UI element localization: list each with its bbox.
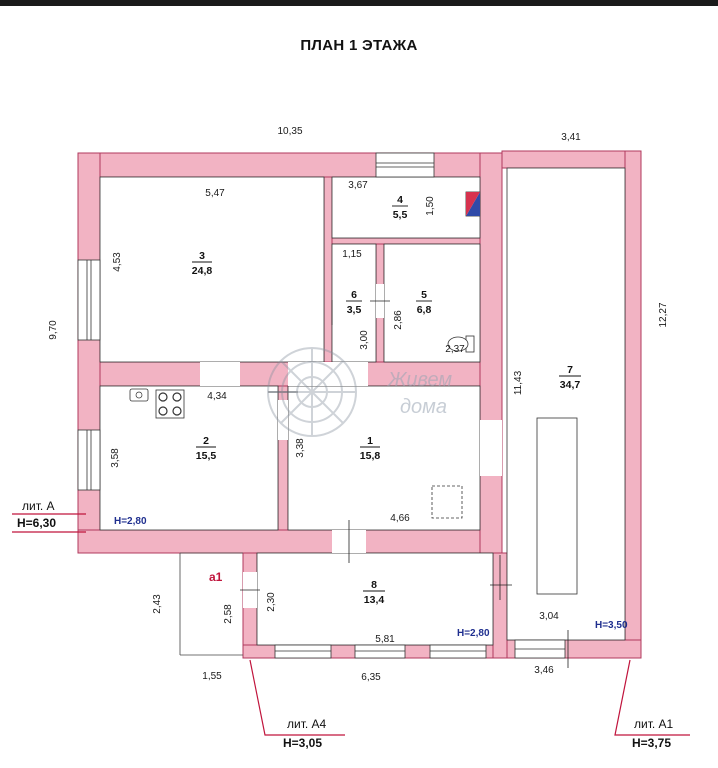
openings — [77, 152, 569, 668]
dim-r4-height: 1,50 — [425, 196, 436, 216]
hatch-icon — [431, 485, 463, 519]
height-marks: H=2,80 H=2,80 H=3,50 — [114, 516, 628, 639]
room-4-number: 4 — [397, 194, 403, 206]
room-text: 3 24,8 4 5,5 5 6,8 6 3,5 2 15,5 1 15,8 7… — [192, 194, 581, 606]
lit-a1-height: H=3,75 — [632, 736, 671, 750]
room-8-height: H=2,80 — [457, 628, 490, 639]
dim-r5-height: 2,86 — [393, 310, 404, 330]
dim-top-a1: 3,41 — [561, 132, 581, 143]
room-2-number: 2 — [203, 435, 209, 447]
room-8-area: 13,4 — [364, 594, 385, 606]
watermark-logo-icon — [267, 347, 357, 437]
lit-a-label: лит. А — [22, 499, 55, 513]
watermark: Живем дома — [267, 347, 452, 437]
lit-a4-height: H=3,05 — [283, 736, 322, 750]
annex-a1-marker: а1 — [209, 570, 223, 584]
dim-r7-bottom: 3,46 — [534, 665, 554, 676]
room-7-area: 34,7 — [560, 379, 581, 391]
room-7-height: H=3,50 — [595, 620, 628, 631]
dim-r7-width: 3,04 — [539, 611, 559, 622]
dim-r2-width: 4,34 — [207, 391, 227, 402]
dim-top-a: 10,35 — [277, 126, 302, 137]
dim-r1-height: 3,38 — [295, 438, 306, 458]
dimensions: 10,35 3,41 5,47 3,67 1,15 2,37 4,34 4,66… — [48, 126, 669, 683]
room-2-height: H=2,80 — [114, 516, 147, 527]
room-5-area: 6,8 — [417, 304, 432, 316]
room-5-number: 5 — [421, 289, 427, 301]
dim-r6-height: 3,00 — [359, 330, 370, 350]
dim-right-total: 12,27 — [658, 302, 669, 327]
dim-r2-height: 3,58 — [110, 448, 121, 468]
room-6-number: 6 — [351, 289, 357, 301]
annex-a4-outline — [179, 552, 243, 656]
watermark-line1: Живем — [387, 369, 452, 391]
dim-r8-height: 2,30 — [266, 592, 277, 612]
room-7-number: 7 — [567, 364, 573, 376]
toilet-icon — [447, 335, 475, 353]
watermark-line2: дома — [400, 396, 447, 418]
room-1-area: 15,8 — [360, 450, 381, 462]
dim-r4-width: 3,67 — [348, 180, 368, 191]
dim-a4-outer-height: 2,43 — [152, 594, 163, 614]
room-floors — [99, 167, 626, 646]
dim-r7-height: 11,43 — [513, 370, 524, 395]
room-labels — [192, 205, 581, 592]
dim-left-total: 9,70 — [48, 320, 59, 340]
lit-a-height: H=6,30 — [17, 516, 56, 530]
dim-r1-width: 4,66 — [390, 513, 410, 524]
page-title: ПЛАН 1 ЭТАЖА — [300, 37, 418, 54]
inspection-pit-icon — [536, 417, 578, 595]
lit-a4-label: лит. А4 — [287, 717, 327, 731]
dim-a4-inner-height: 2,58 — [223, 604, 234, 624]
litera-labels: а1 лит. А H=6,30 лит. А4 H=3,05 лит. А1 … — [12, 499, 690, 750]
sink-icon — [129, 388, 149, 402]
room-4-area: 5,5 — [393, 209, 408, 221]
top-border — [0, 0, 718, 6]
stove-icon — [155, 389, 185, 419]
room-8-number: 8 — [371, 579, 377, 591]
dim-r5-width: 2,37 — [445, 344, 465, 355]
dim-r3-height: 4,53 — [112, 252, 123, 272]
room-3-area: 24,8 — [192, 265, 213, 277]
lit-a1-label: лит. А1 — [634, 717, 674, 731]
dim-bottom-a4: 1,55 — [202, 671, 222, 682]
room-2-area: 15,5 — [196, 450, 217, 462]
dim-r6-top: 1,15 — [342, 249, 362, 260]
dim-r8-width: 5,81 — [375, 634, 395, 645]
dim-bottom-total: 6,35 — [361, 672, 381, 683]
dim-r3-width: 5,47 — [205, 188, 225, 199]
room-1-number: 1 — [367, 435, 373, 447]
boiler-icon — [465, 191, 481, 217]
room-6-area: 3,5 — [347, 304, 362, 316]
room-3-number: 3 — [199, 250, 205, 262]
fixtures — [129, 191, 578, 595]
